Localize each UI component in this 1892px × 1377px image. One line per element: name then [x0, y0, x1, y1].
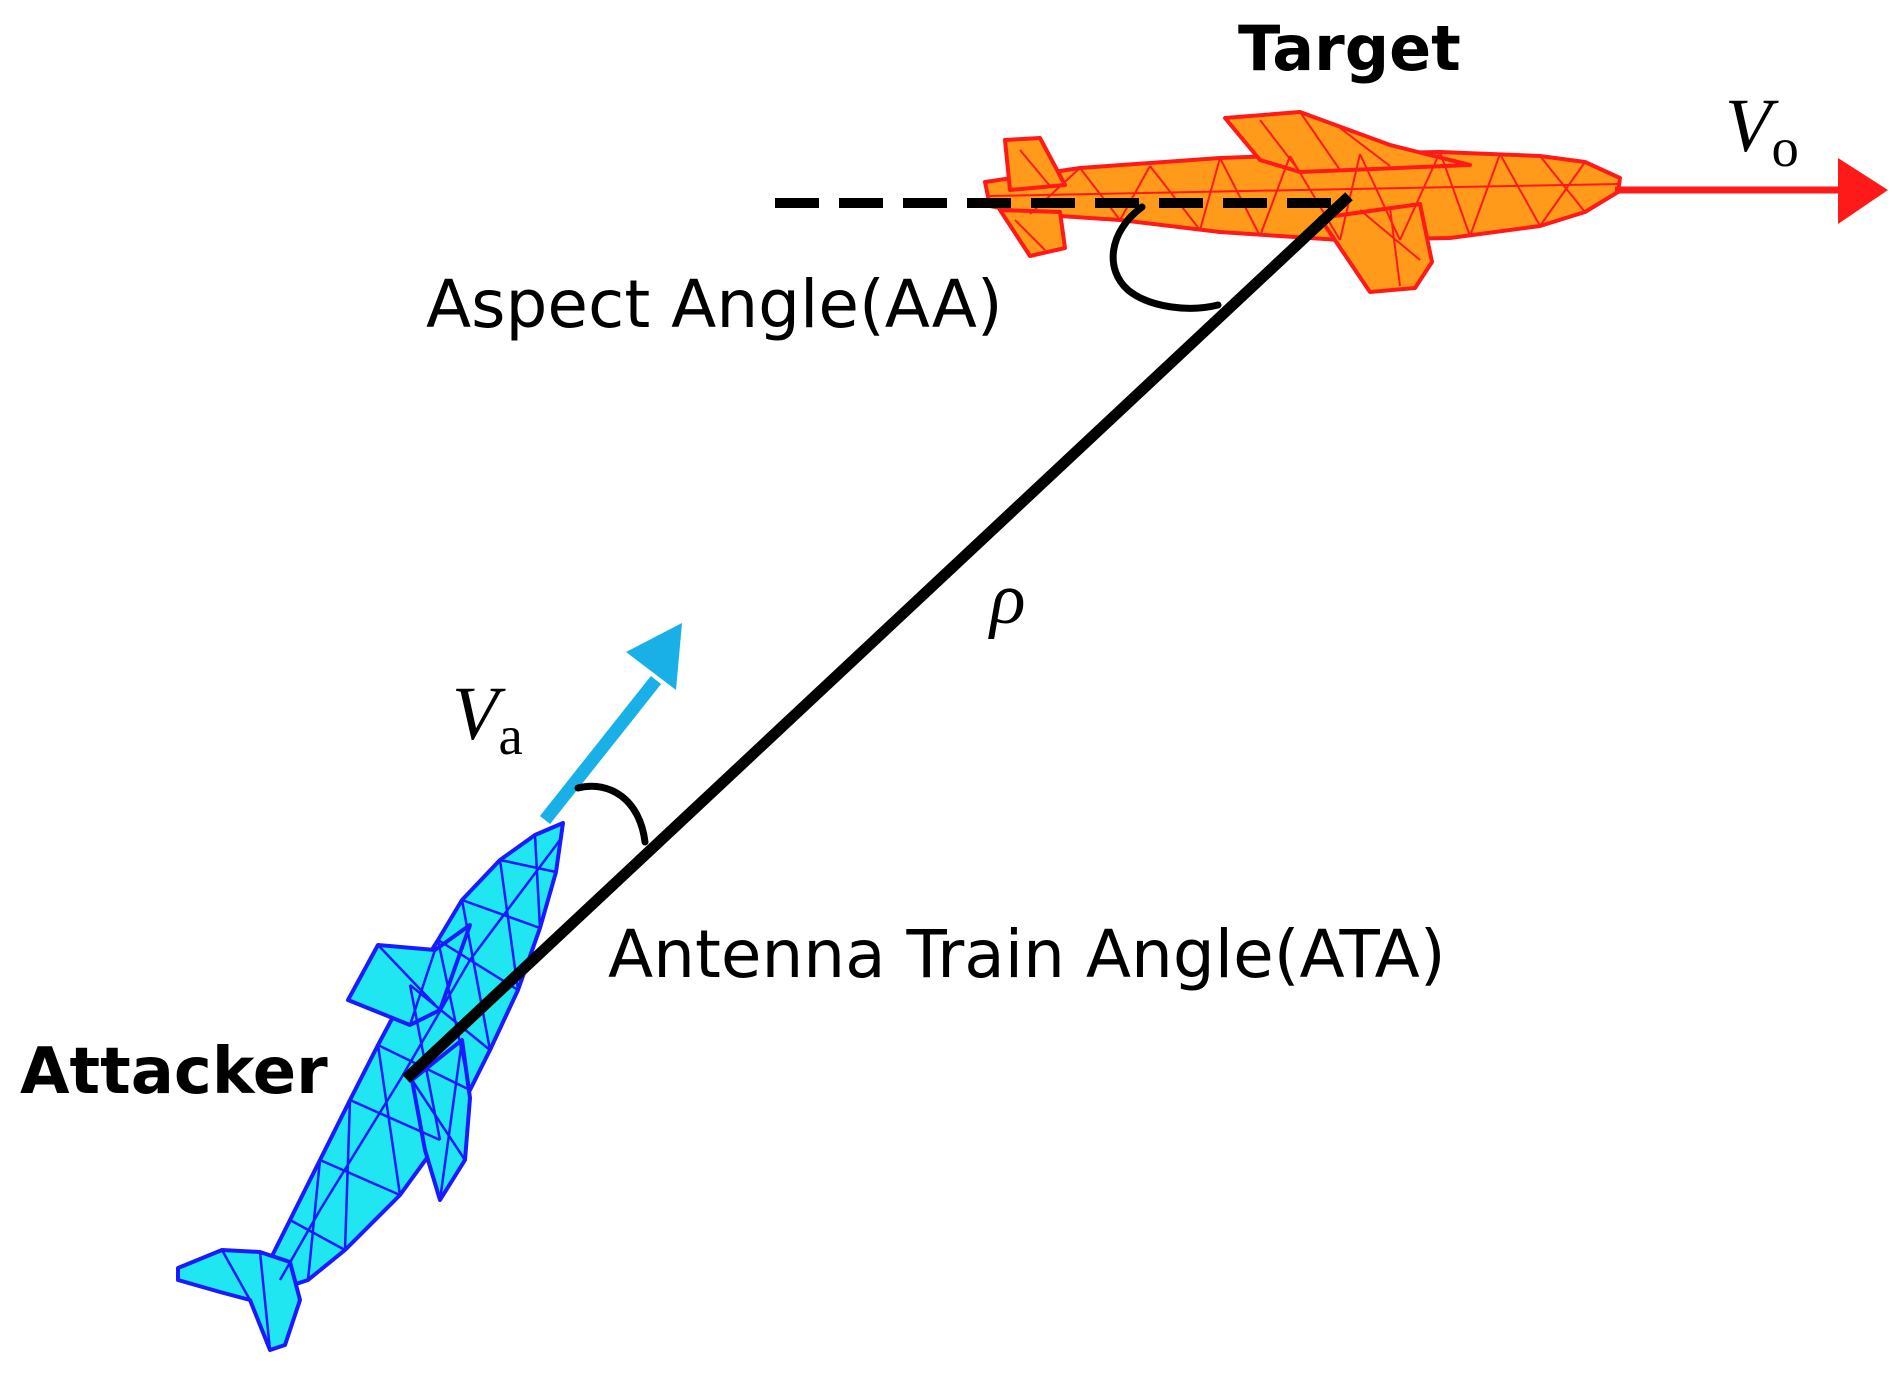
- attacker-aircraft: [176, 821, 565, 1352]
- aspect-angle-arc: [1109, 203, 1222, 312]
- target-velocity-label: Vo: [1725, 88, 1799, 175]
- attacker-velocity-symbol: V: [452, 672, 499, 756]
- target-tail-upper: [1003, 136, 1067, 192]
- target-aircraft: [983, 110, 1622, 294]
- antenna-train-angle-arc: [574, 782, 649, 846]
- target-velocity-subscript: o: [1771, 117, 1799, 179]
- attacker-velocity-arrow: [539, 623, 682, 825]
- range-rho-label: ρ: [990, 558, 1026, 640]
- line-of-sight: [402, 192, 1353, 1083]
- attacker-velocity-subscript: a: [498, 705, 523, 767]
- aspect-angle-label: Aspect Angle(AA): [426, 266, 1003, 343]
- target-wing-lower: [1318, 202, 1434, 294]
- target-label: Target: [1238, 12, 1461, 85]
- target-velocity-symbol: V: [1725, 84, 1772, 168]
- antenna-train-angle-label: Antenna Train Angle(ATA): [608, 916, 1446, 993]
- attacker-mesh: [220, 834, 561, 1351]
- attacker-label: Attacker: [20, 1035, 328, 1109]
- target-tail-lower: [998, 208, 1067, 258]
- attacker-velocity-label: Va: [452, 676, 523, 763]
- target-velocity-arrow: [1615, 158, 1888, 224]
- attacker-tail: [176, 1248, 302, 1352]
